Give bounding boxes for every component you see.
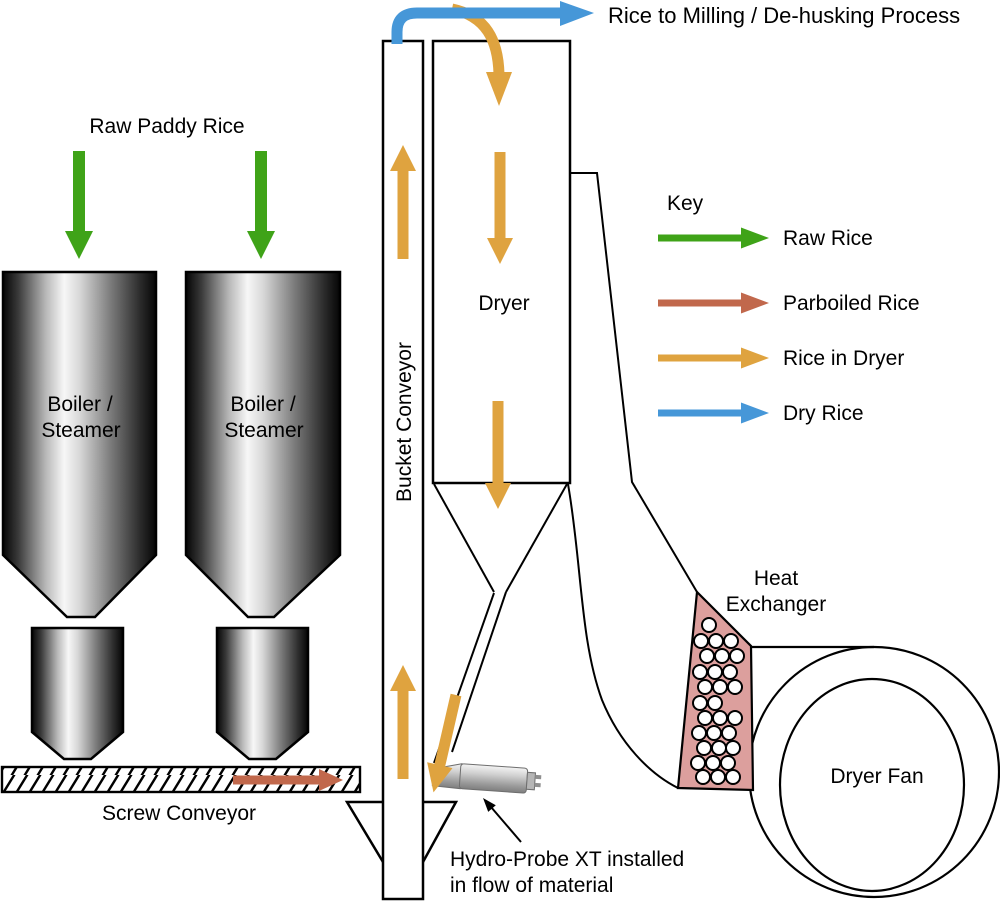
milling-title: Rice to Milling / De-husking Process — [608, 3, 960, 28]
dryer-down-arrow-2 — [485, 401, 511, 509]
heat-exchanger-tube — [697, 710, 713, 726]
heat-exchanger-tube — [725, 769, 741, 785]
dryer-funnel-right — [505, 483, 568, 593]
heat-exchanger-tube — [727, 710, 743, 726]
boiler-2-label-2: Steamer — [224, 419, 303, 442]
chute-exit-arrow — [427, 693, 462, 793]
dryer-entry-arrow-head — [486, 72, 512, 106]
dryer-funnel-left — [433, 483, 495, 593]
dry-rice-arrow-head — [560, 1, 594, 26]
dryer-chute-right — [451, 591, 507, 753]
dryer-fan-label: Dryer Fan — [830, 765, 923, 788]
heat-exchanger-tube — [691, 725, 707, 741]
heat-exchanger-tube — [727, 679, 743, 695]
heat-exchanger-tube — [695, 769, 711, 785]
probe-annotation-line — [490, 806, 522, 843]
legend-dry-rice-arrow — [658, 402, 769, 424]
heat-exchanger-tube — [692, 664, 708, 680]
boiler-steamer-2 — [184, 270, 342, 619]
legend-parboiled-rice-arrow — [658, 292, 769, 314]
dryer-down-arrow-1 — [487, 152, 513, 264]
parboiled-rice-arrow — [233, 769, 343, 791]
heat-exchanger-label-1: Heat — [754, 567, 799, 590]
boiler-steamer-1 — [1, 270, 158, 619]
probe-annotation-text-1: Hydro-Probe XT installed — [450, 848, 684, 871]
heat-exchanger-tube — [725, 740, 741, 756]
heat-exchanger-tube — [690, 755, 706, 771]
dry-rice-arrow-shaft — [391, 7, 561, 44]
hydro-probe — [431, 763, 542, 794]
heat-exchanger-tube — [708, 633, 724, 649]
heat-exchanger-label-2: Exchanger — [726, 593, 826, 616]
raw-rice-arrow-1 — [65, 151, 93, 259]
boiler-hopper-1 — [30, 626, 125, 761]
heat-exchanger-tube — [706, 725, 722, 741]
heat-exchanger-tube — [710, 769, 726, 785]
heat-exchanger-tube — [692, 695, 708, 711]
heat-exchanger-tube — [720, 755, 736, 771]
bucket-conveyor-up-arrow-2 — [390, 665, 416, 779]
heat-exchanger-tube — [701, 617, 717, 633]
heat-exchanger-tube — [714, 648, 730, 664]
heat-exchanger-tube — [707, 695, 723, 711]
dryer-fan-scroll — [778, 677, 966, 893]
legend-parboiled-rice-label: Parboiled Rice — [783, 292, 920, 315]
legend-heading: Key — [667, 192, 704, 215]
raw-paddy-rice-label: Raw Paddy Rice — [89, 115, 244, 138]
legend-dry-rice-label: Dry Rice — [783, 402, 864, 425]
heat-exchanger-tubes — [690, 617, 745, 785]
boiler-hopper-2 — [215, 626, 310, 761]
heat-exchanger-tube — [723, 633, 739, 649]
legend-rice-in-dryer-label: Rice in Dryer — [783, 347, 904, 370]
duct-outer-line — [570, 172, 698, 593]
bucket-conveyor-up-arrow-1 — [390, 145, 416, 259]
heat-exchanger-tube — [696, 740, 712, 756]
heat-exchanger-tube — [693, 633, 709, 649]
duct-inner-line — [567, 483, 679, 789]
heat-exchanger-tube — [712, 679, 728, 695]
boiler-1-label-1: Boiler / — [47, 393, 113, 416]
heat-exchanger-tube — [705, 755, 721, 771]
heat-exchanger-tube — [721, 725, 737, 741]
boiler-1-label-2: Steamer — [41, 419, 120, 442]
heat-exchanger-tube — [729, 648, 745, 664]
legend-raw-rice-arrow — [658, 227, 769, 249]
legend: Key Raw Rice Parboiled Rice Rice in Drye… — [658, 192, 920, 425]
heat-exchanger-tube — [712, 710, 728, 726]
legend-raw-rice-label: Raw Rice — [783, 227, 873, 250]
probe-annotation-text-2: in flow of material — [450, 874, 613, 897]
heat-exchanger-tube — [707, 664, 723, 680]
heat-exchanger-tube — [699, 648, 715, 664]
screw-conveyor-label: Screw Conveyor — [102, 802, 256, 825]
boiler-2-label-1: Boiler / — [230, 393, 296, 416]
heat-exchanger-tube — [697, 679, 713, 695]
heat-exchanger-tube — [711, 740, 727, 756]
heat-exchanger-tube — [722, 664, 738, 680]
raw-rice-arrow-2 — [247, 151, 275, 259]
probe-annotation-arrowhead — [483, 798, 496, 812]
legend-rice-in-dryer-arrow — [658, 347, 769, 369]
bucket-conveyor-label: Bucket Conveyor — [393, 342, 416, 502]
dryer-label: Dryer — [478, 292, 529, 315]
